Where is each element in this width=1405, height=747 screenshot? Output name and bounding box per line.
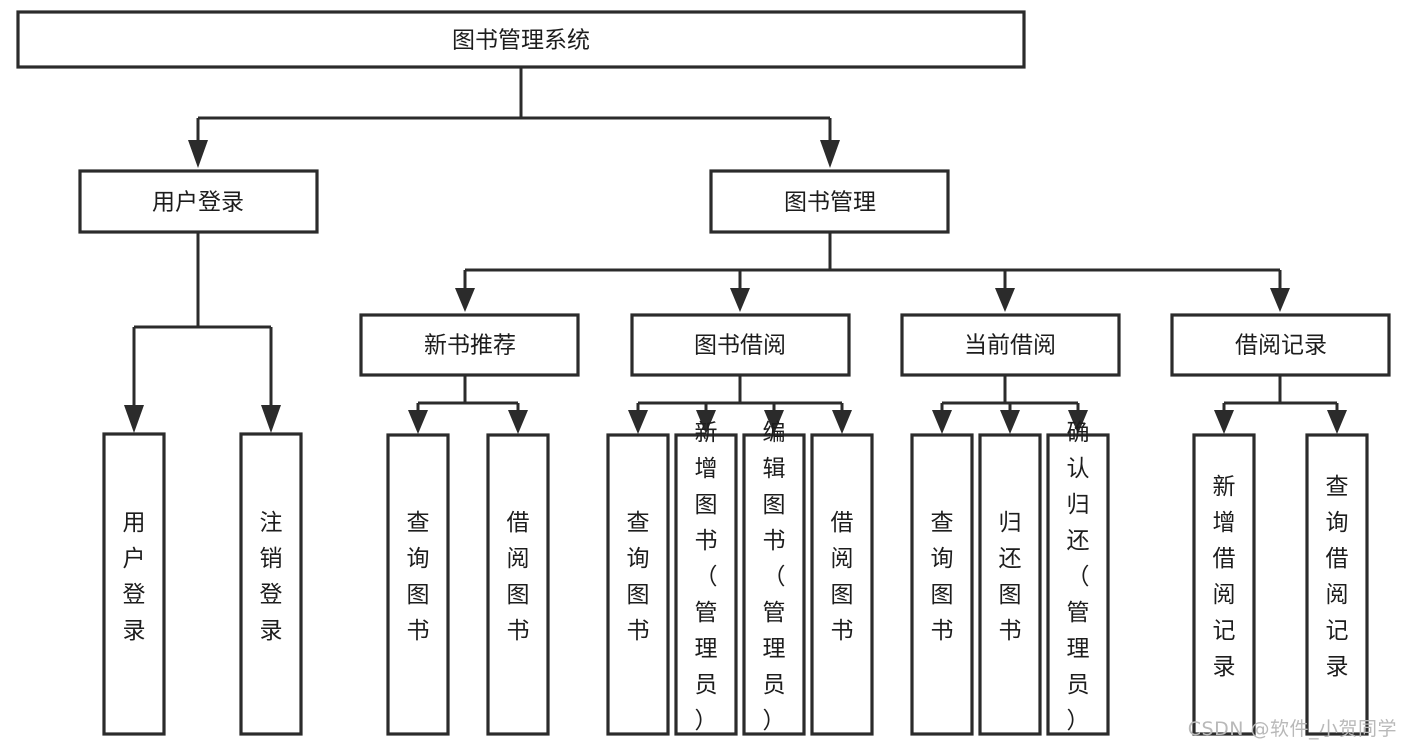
leaf-current-borrow-3[interactable]: 确认归还（管理员） [1046, 420, 1110, 736]
leaf-borrow-record-1-label: 新增借阅记录 [1213, 474, 1236, 680]
arrow-leaf-current-borrow-3 [1068, 410, 1088, 434]
arrow-to-book-mgmt [820, 140, 840, 168]
arrow-leaf-book-borrow-3 [764, 410, 784, 434]
leaf-borrow-record-2-label: 查询借阅记录 [1326, 474, 1349, 680]
node-current-borrow-box[interactable] [900, 313, 1121, 377]
leaf-user-login-2-box[interactable] [239, 432, 303, 736]
arrow-to-borrow-record [1270, 288, 1290, 312]
node-new-book-recommend-label: 新书推荐 [424, 333, 516, 359]
arrow-to-current-borrow [995, 288, 1015, 312]
leaf-borrow-record-1[interactable]: 新增借阅记录 [1192, 433, 1256, 736]
node-user-login[interactable]: 用户登录 [78, 169, 319, 234]
leaf-book-borrow-2[interactable]: 新增图书（管理员） [674, 420, 738, 736]
arrow-leaf-borrow-record-1 [1214, 410, 1234, 434]
leaf-user-login-1-label: 用户登录 [123, 510, 146, 644]
arrow-to-book-borrow [730, 288, 750, 312]
node-root-box[interactable] [16, 10, 1026, 69]
node-book-management-box[interactable] [709, 169, 950, 234]
leaf-user-login-2-label: 注销登录 [260, 510, 283, 644]
arrow-leaf-new-book-2 [508, 410, 528, 434]
arrow-leaf-current-borrow-2 [1000, 410, 1020, 434]
leaf-book-borrow-4-box[interactable] [810, 433, 874, 736]
leaf-user-login-1[interactable]: 用户登录 [102, 432, 166, 736]
leaf-borrow-record-1-box[interactable] [1192, 433, 1256, 736]
leaf-new-book-2-label: 借阅图书 [507, 510, 530, 644]
leaf-borrow-record-2[interactable]: 查询借阅记录 [1305, 433, 1369, 736]
leaf-book-borrow-1-box[interactable] [606, 433, 670, 736]
node-root[interactable]: 图书管理系统 [16, 10, 1026, 69]
node-book-borrow-box[interactable] [630, 313, 851, 377]
arrow-to-new-book [455, 288, 475, 312]
leaf-book-borrow-1[interactable]: 查询图书 [606, 433, 670, 736]
leaf-book-borrow-2-label: 新增图书（管理员） [695, 420, 718, 734]
leaf-current-borrow-1-box[interactable] [910, 433, 974, 736]
arrow-leaf-book-borrow-4 [832, 410, 852, 434]
node-user-login-label: 用户登录 [152, 190, 244, 216]
leaf-current-borrow-2-label: 归还图书 [999, 510, 1022, 644]
node-book-management-label: 图书管理 [784, 190, 876, 216]
leaf-book-borrow-2-box[interactable] [674, 433, 738, 736]
leaf-new-book-1[interactable]: 查询图书 [386, 433, 450, 736]
leaf-borrow-record-2-box[interactable] [1305, 433, 1369, 736]
node-book-borrow[interactable]: 图书借阅 [630, 313, 851, 377]
leaf-book-borrow-3-label: 编辑图书（管理员） [763, 420, 786, 734]
leaf-new-book-2-box[interactable] [486, 433, 550, 736]
leaf-current-borrow-1[interactable]: 查询图书 [910, 433, 974, 736]
leaf-user-login-2[interactable]: 注销登录 [239, 432, 303, 736]
node-book-management[interactable]: 图书管理 [709, 169, 950, 234]
node-new-book-recommend[interactable]: 新书推荐 [359, 313, 580, 377]
arrow-leaf-new-book-1 [408, 410, 428, 434]
node-root-label: 图书管理系统 [452, 28, 590, 54]
leaf-current-borrow-3-label: 确认归还（管理员） [1067, 420, 1090, 734]
leaf-book-borrow-3[interactable]: 编辑图书（管理员） [742, 420, 806, 736]
arrow-leaf-book-borrow-1 [628, 410, 648, 434]
arrow-leaf-user-login-2 [261, 405, 281, 433]
node-borrow-record-box[interactable] [1170, 313, 1391, 377]
csdn-watermark: CSDN @软件_小贺同学 [1187, 718, 1397, 740]
node-user-login-box[interactable] [78, 169, 319, 234]
node-current-borrow-label: 当前借阅 [964, 333, 1056, 359]
leaf-book-borrow-3-box[interactable] [742, 433, 806, 736]
node-book-borrow-label: 图书借阅 [694, 333, 786, 359]
node-borrow-record-label: 借阅记录 [1235, 333, 1327, 359]
leaf-current-borrow-1-label: 查询图书 [931, 510, 954, 644]
node-new-book-recommend-box[interactable] [359, 313, 580, 377]
node-current-borrow[interactable]: 当前借阅 [900, 313, 1121, 377]
leaf-book-borrow-4[interactable]: 借阅图书 [810, 433, 874, 736]
leaf-current-borrow-3-box[interactable] [1046, 433, 1110, 736]
leaf-book-borrow-4-label: 借阅图书 [831, 510, 854, 644]
leaf-new-book-1-box[interactable] [386, 433, 450, 736]
leaf-new-book-2[interactable]: 借阅图书 [486, 433, 550, 736]
arrow-leaf-current-borrow-1 [932, 410, 952, 434]
leaf-current-borrow-2[interactable]: 归还图书 [978, 433, 1042, 736]
arrow-to-user-login [188, 140, 208, 168]
leaf-current-borrow-2-box[interactable] [978, 433, 1042, 736]
leaf-book-borrow-1-label: 查询图书 [627, 510, 650, 644]
leaf-new-book-1-label: 查询图书 [407, 510, 430, 644]
arrow-leaf-user-login-1 [124, 405, 144, 433]
edges-group [124, 67, 1347, 434]
arrow-leaf-book-borrow-2 [696, 410, 716, 434]
node-borrow-record[interactable]: 借阅记录 [1170, 313, 1391, 377]
arrow-leaf-borrow-record-2 [1327, 410, 1347, 434]
leaf-user-login-1-box[interactable] [102, 432, 166, 736]
